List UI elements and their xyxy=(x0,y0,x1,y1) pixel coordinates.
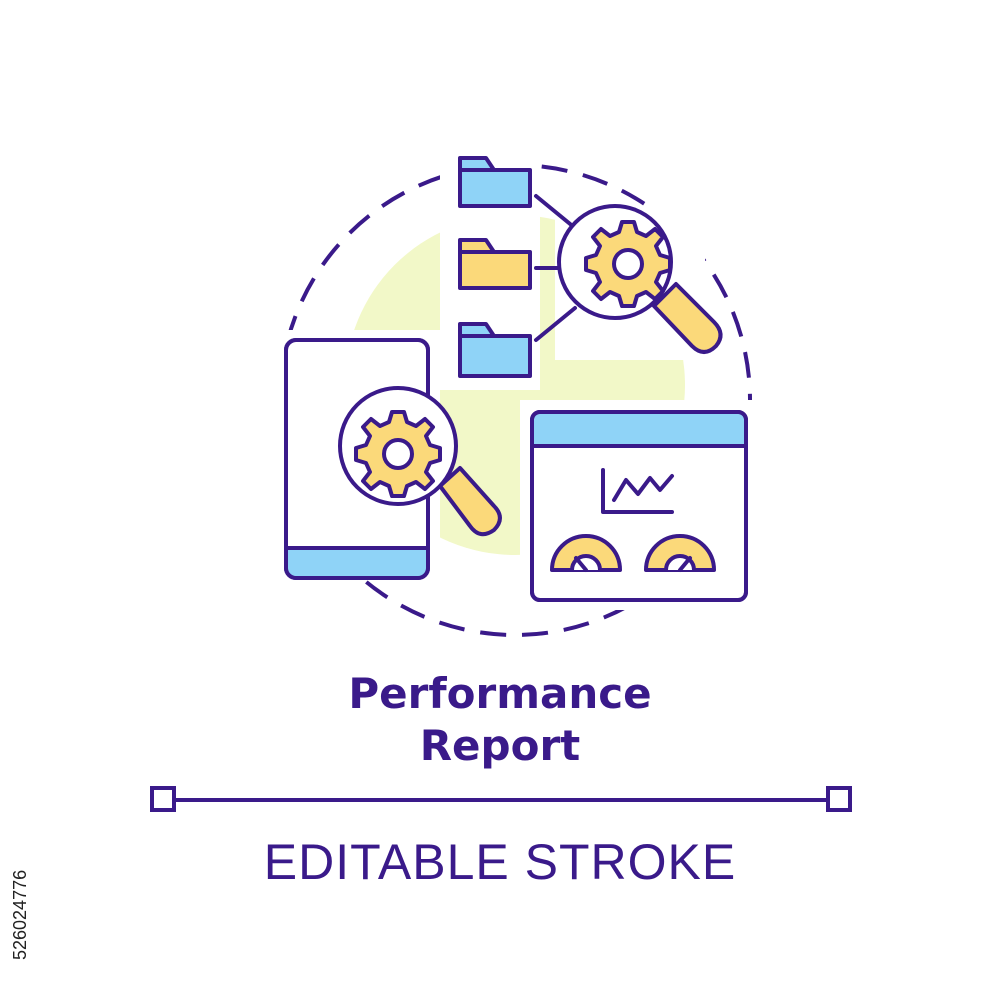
folder-icon xyxy=(458,238,532,290)
editable-stroke-label: EDITABLE STROKE xyxy=(263,834,737,890)
gear-icon xyxy=(354,410,442,498)
stroke-handle-left xyxy=(150,786,176,812)
line-chart-icon xyxy=(601,468,674,514)
stroke-handle-right xyxy=(826,786,852,812)
page-title: Performance Report xyxy=(0,668,1000,772)
gauge-icon xyxy=(550,534,622,572)
gear-icon xyxy=(584,220,672,308)
magnifier-gear-icon xyxy=(557,204,723,354)
dashboard-window-icon xyxy=(530,410,748,602)
performance-report-illustration xyxy=(278,156,752,637)
gauge-icon xyxy=(644,534,716,572)
title-line: Report xyxy=(419,721,581,770)
folder-icon xyxy=(458,322,532,378)
magnifier-gear-icon xyxy=(338,386,502,537)
editable-stroke-rule xyxy=(150,786,852,812)
folder-icon xyxy=(458,156,532,208)
stock-id: 526024776 xyxy=(10,869,30,960)
title-line: Performance xyxy=(348,669,652,718)
